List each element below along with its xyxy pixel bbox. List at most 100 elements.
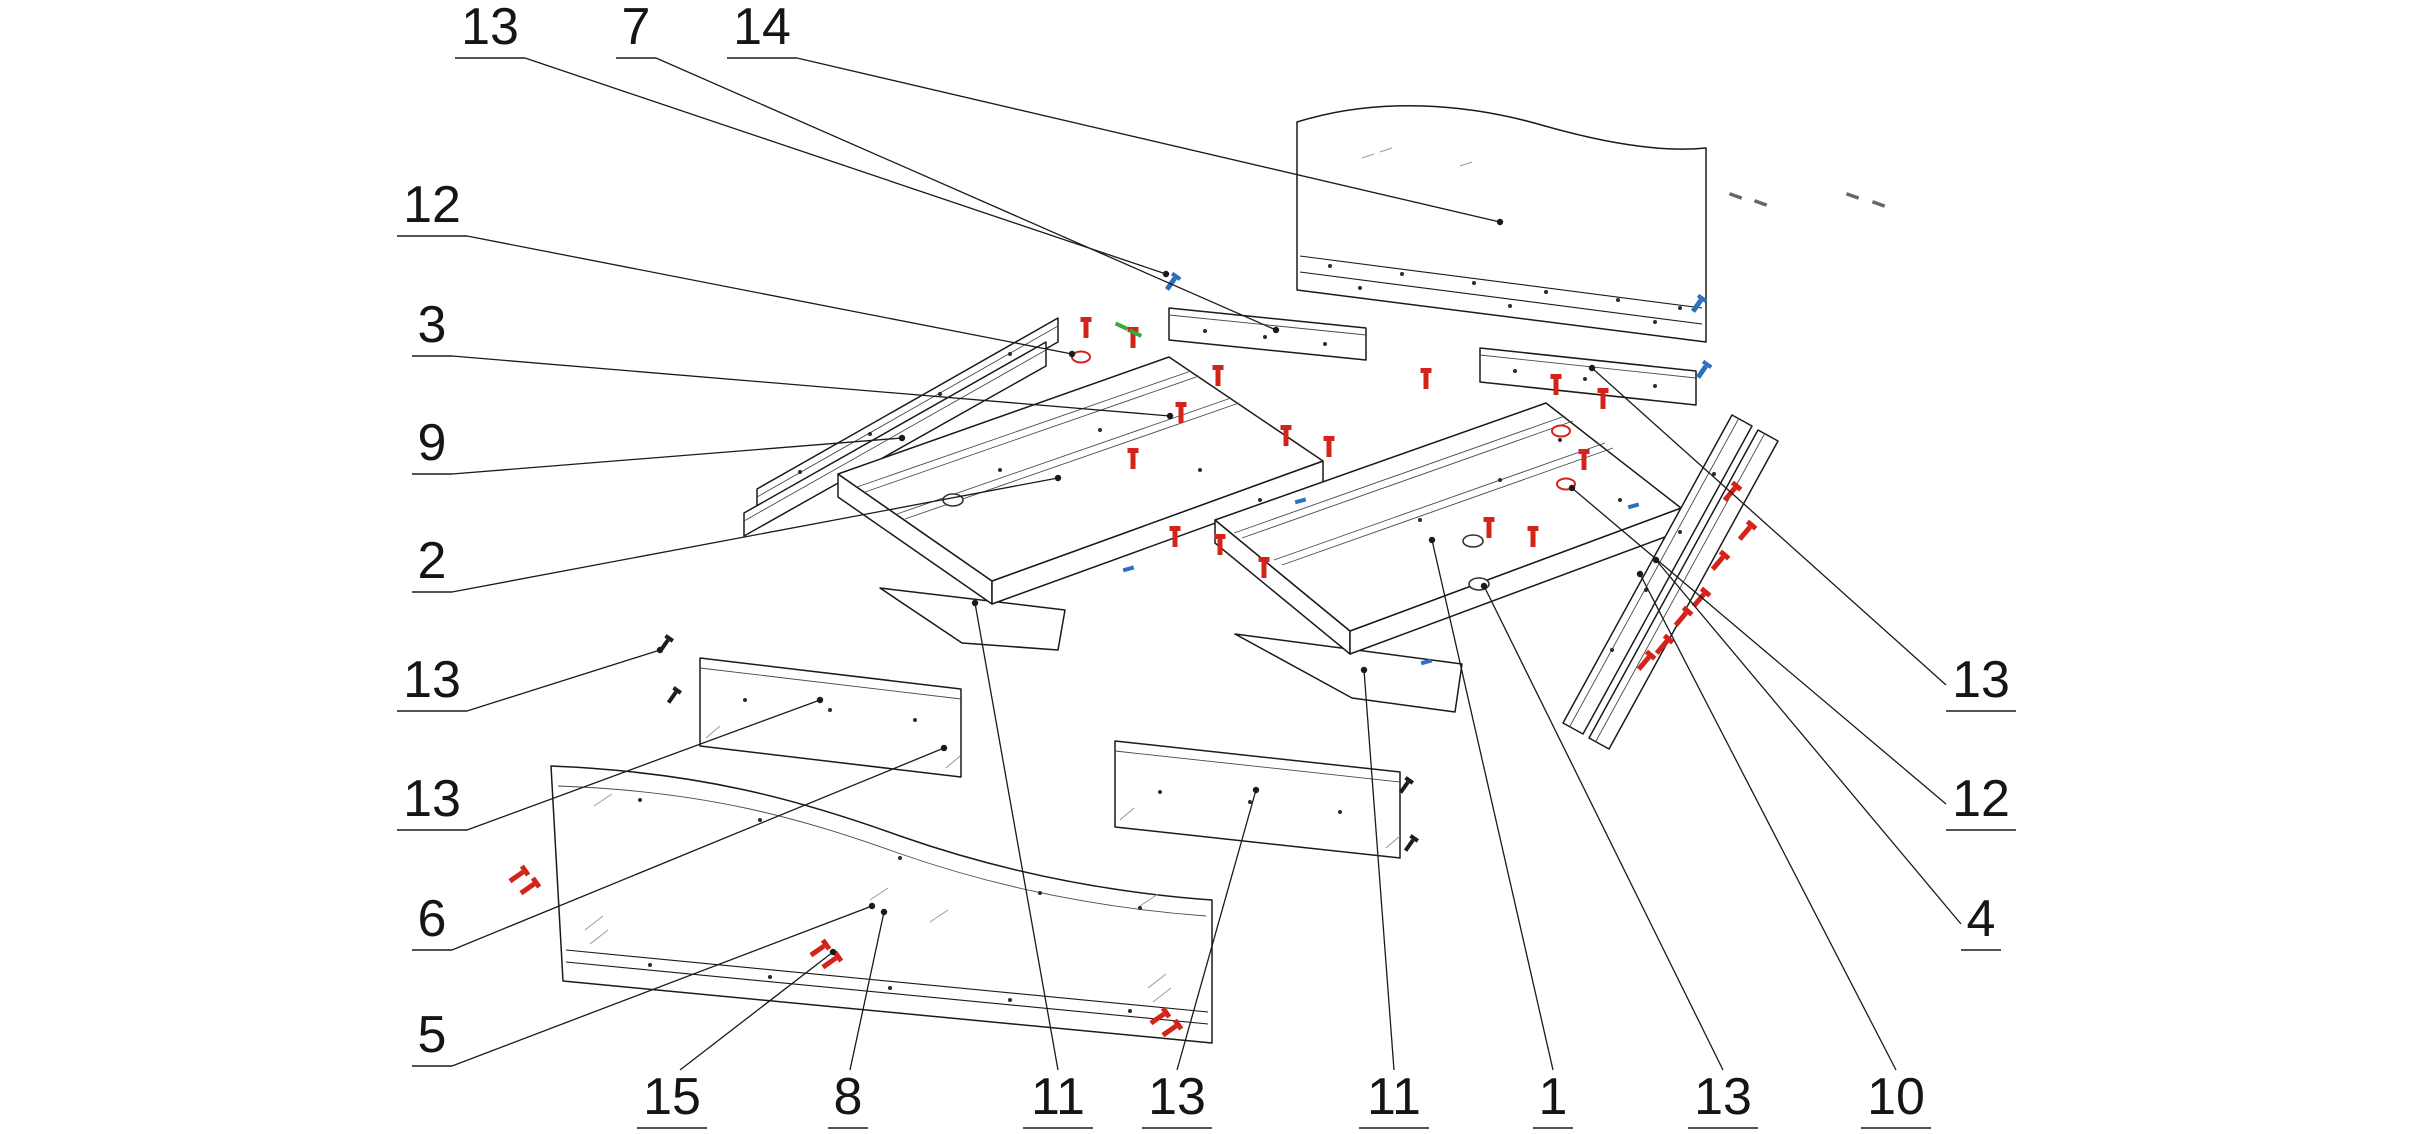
part-number: 15	[643, 1068, 701, 1126]
screw-head	[530, 876, 542, 889]
drawer-front-center	[1114, 740, 1401, 859]
screw-body	[1722, 486, 1737, 502]
screw-hole-dot	[1358, 286, 1362, 290]
screw-red	[1175, 402, 1187, 423]
connector-blue	[1690, 293, 1708, 313]
headboard-grain-mark	[1361, 147, 1473, 167]
screw-red	[1691, 586, 1712, 608]
screw-red	[809, 938, 832, 958]
screw-body	[1636, 655, 1651, 671]
part-number: 13	[1148, 1068, 1206, 1126]
stretcher-rail-left	[1168, 307, 1367, 361]
side-rail-left-arris	[756, 325, 1059, 498]
assembly-hole-dots	[638, 264, 1716, 1013]
leader-dot	[1588, 364, 1596, 372]
platform-right-cleat	[1233, 415, 1566, 534]
leader-line	[796, 57, 1501, 223]
screw-head	[1718, 549, 1731, 561]
screw-head	[519, 864, 531, 877]
callout-12-right: 12	[1568, 484, 2016, 831]
callout-14: 14	[727, 0, 1504, 226]
screw-red	[1597, 388, 1609, 409]
screw-body	[1403, 838, 1415, 852]
screw-hole-dot	[1610, 648, 1614, 652]
screw-red	[1636, 649, 1657, 671]
screw-black	[1398, 776, 1414, 794]
connector-body	[1695, 364, 1709, 379]
platform-left-cleat	[856, 370, 1192, 488]
callout-9: 9	[412, 414, 906, 475]
callout-11-left: 11	[971, 599, 1093, 1129]
screw-hole-dot	[898, 856, 902, 860]
screw-red	[1420, 368, 1432, 389]
connector-head	[1701, 359, 1713, 369]
screw-hole-dot	[1472, 281, 1476, 285]
footboard-rail-line	[565, 961, 1209, 1025]
hardware-screws-black	[658, 634, 1419, 852]
callout-12-left: 12	[397, 176, 1076, 358]
drawer-front-left-arris	[699, 667, 962, 700]
leader-dot	[829, 948, 837, 956]
screw-hole-dot	[638, 798, 642, 802]
drawer-front-center-outline	[1114, 740, 1401, 859]
leader-dot	[1162, 270, 1170, 278]
screw-hole-dot	[1653, 320, 1657, 324]
screw-head	[1578, 449, 1590, 454]
screw-red	[1127, 327, 1139, 348]
screw-red	[1654, 633, 1675, 655]
slat-platform-left	[837, 356, 1324, 651]
leader-dot	[1652, 556, 1660, 564]
callout-15: 15	[637, 948, 837, 1129]
part-number: 13	[403, 651, 461, 709]
screw-head	[1080, 317, 1092, 322]
connector-blue	[1695, 359, 1713, 379]
stretcher-rail-right-arris	[1479, 354, 1697, 379]
ghost-fitting	[1845, 192, 1860, 200]
screw-body	[1673, 611, 1688, 627]
platform-right-cleat	[1273, 442, 1606, 561]
leader-dot	[1068, 350, 1076, 358]
screw-body	[1710, 555, 1725, 571]
hardware-screws-red	[508, 317, 1758, 1038]
stretcher-rail-right	[1479, 347, 1697, 406]
screw-hole-dot	[1418, 518, 1422, 522]
callout-7: 7	[616, 0, 1280, 334]
screw-hole-dot	[888, 986, 892, 990]
screw-red	[508, 864, 531, 884]
part-number: 1	[1539, 1068, 1568, 1126]
part-number: 8	[834, 1068, 863, 1126]
dowel-blue	[1122, 565, 1135, 573]
screw-red	[1169, 526, 1181, 547]
screw-body	[1553, 379, 1559, 395]
screw-red	[1550, 374, 1562, 395]
part-number: 6	[418, 890, 447, 948]
callout-3: 3	[412, 296, 1174, 420]
side-rail-right-board-outer	[1562, 414, 1753, 735]
screw-head	[820, 938, 832, 951]
screw-hole-dot	[1038, 891, 1042, 895]
leader-line	[451, 905, 873, 1067]
screw-hole-dot	[1678, 530, 1682, 534]
stretcher-rail-right-outline	[1479, 347, 1697, 406]
screw-head	[1409, 834, 1419, 843]
screw-hole-dot	[1338, 810, 1342, 814]
dowel-blue	[1420, 658, 1433, 666]
screw-body	[1149, 1011, 1166, 1026]
drawer-front-left-outline	[699, 657, 962, 778]
screw-red	[1127, 448, 1139, 469]
callout-4: 4	[1652, 556, 2001, 951]
leader-dot	[971, 599, 979, 607]
callout-13-left-upper: 13	[397, 646, 664, 712]
screw-hole-dot	[868, 432, 872, 436]
screw-body	[508, 869, 525, 884]
leader-line	[655, 57, 1277, 331]
screw-red	[1258, 557, 1270, 578]
screw-red	[519, 876, 542, 896]
leader-dot	[1360, 666, 1368, 674]
screw-head	[1169, 526, 1181, 531]
callout-13-top: 13	[455, 0, 1170, 278]
screw-red	[1673, 605, 1694, 627]
part-number: 4	[1967, 890, 1996, 948]
screw-body	[1161, 1023, 1178, 1038]
screw-hole-dot	[1008, 998, 1012, 1002]
